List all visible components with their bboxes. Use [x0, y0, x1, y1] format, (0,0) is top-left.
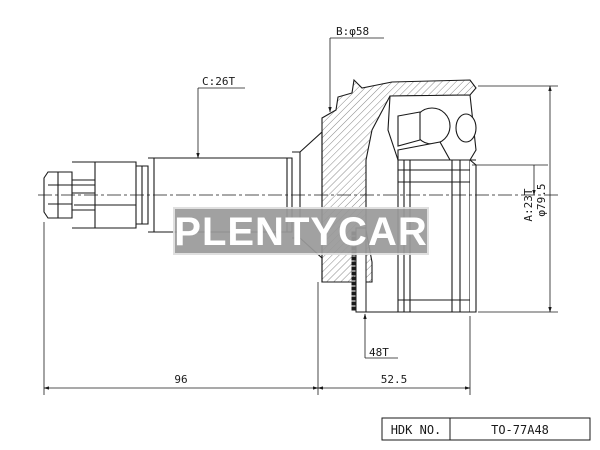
- abs-tooth: [351, 256, 357, 261]
- abs-tooth: [351, 266, 357, 271]
- title-label: HDK NO.: [391, 423, 442, 437]
- title-block: HDK NO. TO-77A48: [381, 417, 591, 441]
- bell-housing: [321, 78, 477, 313]
- spline-callout-c: C:26T: [202, 75, 235, 88]
- abs-tooth: [351, 281, 357, 286]
- abs-teeth-callout: 48T: [369, 346, 389, 359]
- watermark-text: PLENTYCAR: [174, 210, 427, 254]
- abs-tooth: [351, 296, 357, 301]
- abs-tooth: [351, 291, 357, 296]
- spline-callout-a: A:23T: [522, 188, 535, 221]
- part-number: TO-77A48: [491, 423, 549, 437]
- dim-shaft-length: 96: [174, 373, 187, 386]
- abs-tooth: [351, 261, 357, 266]
- diameter-callout-inner: φ79.5: [535, 183, 548, 216]
- diameter-callout-b: B:φ58: [336, 25, 369, 38]
- abs-tooth: [351, 301, 357, 306]
- abs-tooth: [351, 286, 357, 291]
- dim-bell-length: 52.5: [381, 373, 408, 386]
- abs-tooth: [351, 306, 357, 311]
- abs-tooth: [351, 276, 357, 281]
- leaders: [196, 37, 558, 359]
- abs-tooth: [351, 271, 357, 276]
- bottom-dimensions: [43, 222, 471, 395]
- watermark: PLENTYCAR: [173, 207, 429, 255]
